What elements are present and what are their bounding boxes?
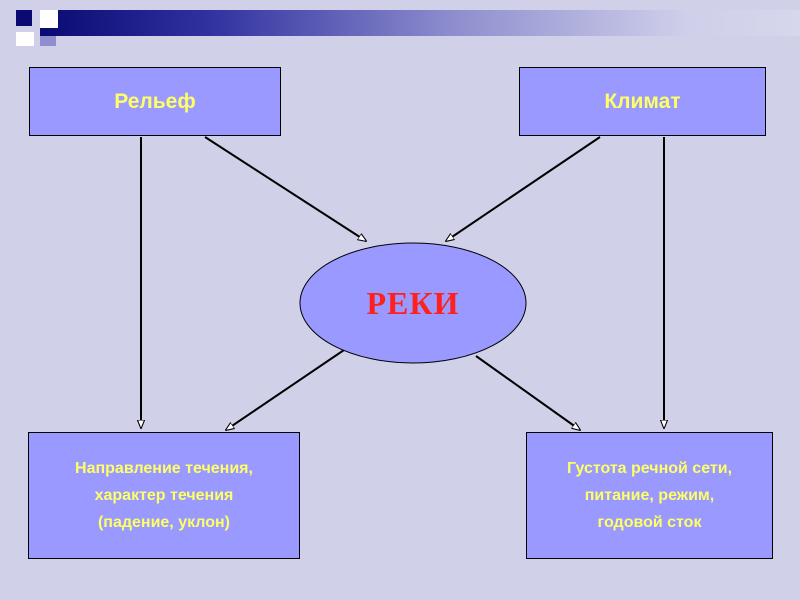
arrow-rivers-to-network [475, 355, 580, 430]
relief-label: Рельеф [114, 89, 196, 113]
network-line: годовой сток [597, 514, 702, 531]
climate-box: Климат [519, 67, 766, 136]
arrow-relief-to-rivers [204, 136, 366, 241]
network-line: Густота речной сети, [566, 460, 733, 477]
flow-box: Направление течения, характер течения (п… [28, 432, 300, 559]
climate-label: Климат [604, 89, 681, 113]
network-box: Густота речной сети, питание, режим, год… [526, 432, 773, 559]
title-bar-decoration [40, 10, 800, 36]
flow-line: Направление течения, [75, 460, 253, 477]
decor-square [40, 10, 58, 28]
arrow-rivers-to-flow [226, 349, 345, 430]
relief-box: Рельеф [29, 67, 281, 136]
decor-square [16, 32, 34, 46]
rivers-ellipse [299, 242, 527, 364]
arrow-climate-to-rivers [446, 136, 601, 241]
decor-square [16, 10, 32, 26]
rivers-label: РЕКИ [366, 284, 460, 321]
flow-line: характер течения [94, 487, 234, 504]
network-line: питание, режим, [584, 487, 715, 504]
flow-line: (падение, уклон) [97, 514, 231, 531]
